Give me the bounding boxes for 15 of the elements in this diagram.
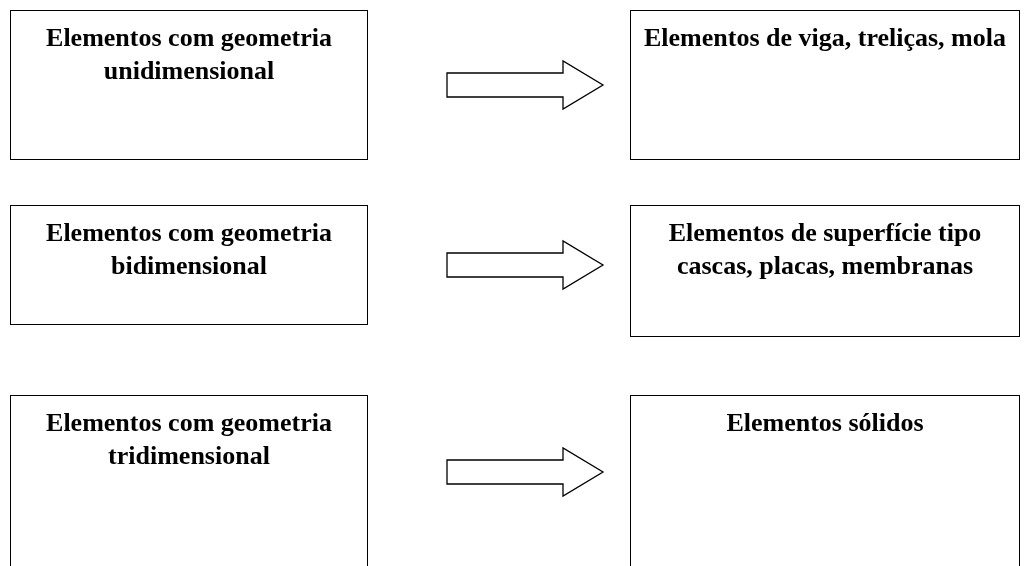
text-box (10, 10, 368, 160)
text-box (630, 10, 1020, 160)
block-arrow (446, 239, 605, 291)
block-arrow (446, 59, 605, 111)
text-box (630, 395, 1020, 566)
box-label: Elementos com geometria bidimensional (45, 217, 333, 282)
block-arrow (446, 446, 605, 498)
text-box (10, 205, 368, 325)
box-label: Elementos de superfície tipo cascas, placas, membranas (667, 217, 983, 282)
box-label: Elementos sólidos (726, 407, 924, 439)
box-label: Elementos com geometria tridimensional (45, 407, 333, 472)
text-box (630, 205, 1020, 337)
box-label: Elementos com geometria unidimensional (45, 22, 333, 87)
box-label: Elementos de viga, treliças, mola (644, 22, 1006, 54)
text-box (10, 395, 368, 566)
